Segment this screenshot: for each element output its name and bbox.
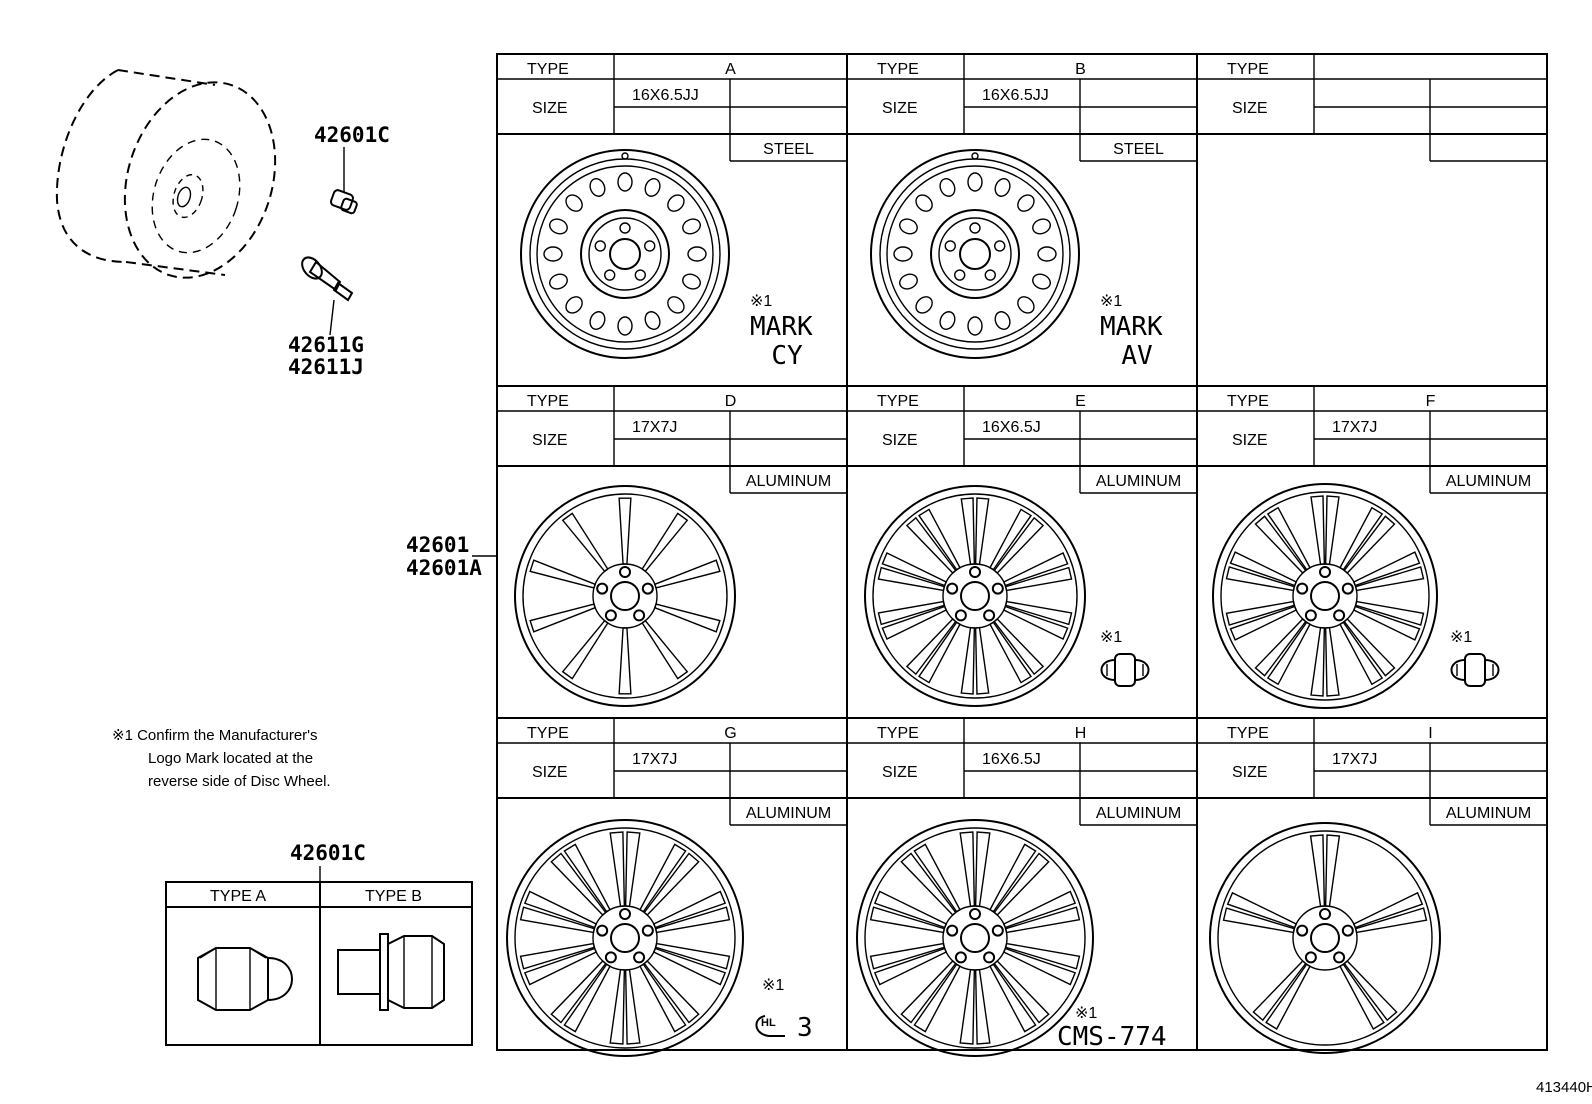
wheel-drawing-icon xyxy=(856,819,1094,1057)
size-label: SIZE xyxy=(532,764,568,781)
size-label: SIZE xyxy=(1232,432,1268,449)
size-label: SIZE xyxy=(882,432,918,449)
material-value: ALUMINUM xyxy=(1446,473,1531,490)
size-label: SIZE xyxy=(1232,100,1268,117)
part-number-42601: 42601 xyxy=(406,533,469,557)
type-value: D xyxy=(725,393,737,410)
size-label: SIZE xyxy=(532,432,568,449)
flange-nut-icon xyxy=(337,933,445,1011)
mark-symbol: ※1 xyxy=(1100,293,1122,310)
type-label: TYPE xyxy=(527,725,569,742)
mark-line-1: MARK xyxy=(1100,312,1163,342)
size-value: 17X7J xyxy=(1332,419,1377,436)
type-label: TYPE xyxy=(1227,61,1269,78)
svg-text:HL: HL xyxy=(761,1017,776,1029)
material-value: ALUMINUM xyxy=(1446,805,1531,822)
material-value: ALUMINUM xyxy=(746,473,831,490)
type-label: TYPE xyxy=(1227,725,1269,742)
mark-line-1: CMS-774 xyxy=(1057,1022,1167,1052)
lug-nut-icon xyxy=(329,147,358,215)
mark-symbol: ※1 xyxy=(750,293,772,310)
manufacturer-logo-icon xyxy=(1450,653,1500,687)
type-label: TYPE xyxy=(877,393,919,410)
mark-symbol: ※1 xyxy=(1450,629,1472,646)
size-value: 16X6.5JJ xyxy=(982,87,1049,104)
part-number-42601a: 42601A xyxy=(406,556,482,580)
note-line-1: ※1 Confirm the Manufacturer's xyxy=(112,727,318,744)
nut-table-part-number: 42601C xyxy=(290,841,366,865)
type-value: A xyxy=(725,61,736,78)
material-value: STEEL xyxy=(1113,141,1164,158)
wheel-cell-d: TYPE SIZE D 17X7J ALUMINUM xyxy=(496,385,848,719)
wheel-drawing-icon xyxy=(520,149,730,359)
type-label: TYPE xyxy=(527,61,569,78)
wheel-drawing-icon xyxy=(514,485,736,707)
material-value: ALUMINUM xyxy=(746,805,831,822)
note-line-3: reverse side of Disc Wheel. xyxy=(148,773,331,790)
mark-symbol: ※1 xyxy=(1075,1005,1097,1022)
wheel-types-grid: TYPESIZEA16X6.5JJSTEEL※1MARKCYTYPESIZEB1… xyxy=(496,53,1548,1057)
size-value: 16X6.5JJ xyxy=(632,87,699,104)
wheel-assembly-illustration xyxy=(55,69,277,279)
manufacturer-logo-icon xyxy=(1100,653,1150,687)
hl-logo-icon: HL xyxy=(755,1015,785,1037)
mark-line-2: AV xyxy=(1121,341,1152,371)
type-value: H xyxy=(1075,725,1087,742)
type-value: B xyxy=(1075,61,1086,78)
wheel-cell-g: TYPE SIZE G 17X7J ALUMINUM ※1HL 3 xyxy=(496,717,848,1057)
type-label: TYPE xyxy=(1227,393,1269,410)
nut-type-table: TYPE A TYPE B xyxy=(165,881,473,1046)
mark-line-1: 3 xyxy=(797,1013,813,1043)
size-label: SIZE xyxy=(1232,764,1268,781)
valve-stem-icon xyxy=(301,256,354,336)
size-label: SIZE xyxy=(882,100,918,117)
size-value: 17X7J xyxy=(632,751,677,768)
mark-line-2: CY xyxy=(771,341,803,371)
type-value: F xyxy=(1426,393,1436,410)
mark-line-1: MARK xyxy=(750,312,813,342)
mark-symbol: ※1 xyxy=(762,977,784,994)
mark-symbol: ※1 xyxy=(1100,629,1122,646)
type-label: TYPE xyxy=(877,725,919,742)
type-label: TYPE xyxy=(527,393,569,410)
nut-type-a-label: TYPE A xyxy=(210,888,266,905)
material-value: ALUMINUM xyxy=(1096,473,1181,490)
wheel-cell-c: TYPE SIZE xyxy=(1196,53,1548,387)
type-value: I xyxy=(1428,725,1432,742)
material-value: STEEL xyxy=(763,141,814,158)
acorn-nut-icon xyxy=(197,947,293,1011)
note-line-2: Logo Mark located at the xyxy=(148,750,313,767)
size-label: SIZE xyxy=(532,100,568,117)
nut-type-b-label: TYPE B xyxy=(365,888,422,905)
part-number-42611j: 42611J xyxy=(288,355,364,379)
type-value: E xyxy=(1075,393,1086,410)
material-value: ALUMINUM xyxy=(1096,805,1181,822)
size-value: 16X6.5J xyxy=(982,419,1041,436)
wheel-cell-e: TYPE SIZE E 16X6.5J ALUMINUM ※1 xyxy=(846,385,1198,719)
wheel-drawing-icon xyxy=(1209,822,1441,1054)
wheel-drawing-icon xyxy=(1212,483,1438,709)
wheel-drawing-icon xyxy=(864,485,1086,707)
size-label: SIZE xyxy=(882,764,918,781)
wheel-drawing-icon xyxy=(870,149,1080,359)
size-value: 17X7J xyxy=(1332,751,1377,768)
size-value: 17X7J xyxy=(632,419,677,436)
type-label: TYPE xyxy=(877,61,919,78)
part-number-42601c: 42601C xyxy=(314,123,390,147)
wheel-cell-f: TYPE SIZE F 17X7J ALUMINUM ※1 xyxy=(1196,385,1548,719)
wheel-cell-i: TYPE SIZE I 17X7J ALUMINUM xyxy=(1196,717,1548,1054)
wheel-drawing-icon xyxy=(506,819,744,1057)
size-value: 16X6.5J xyxy=(982,751,1041,768)
diagram-code: 413440H xyxy=(1536,1079,1592,1096)
part-number-42611g: 42611G xyxy=(288,333,364,357)
type-value: G xyxy=(724,725,736,742)
